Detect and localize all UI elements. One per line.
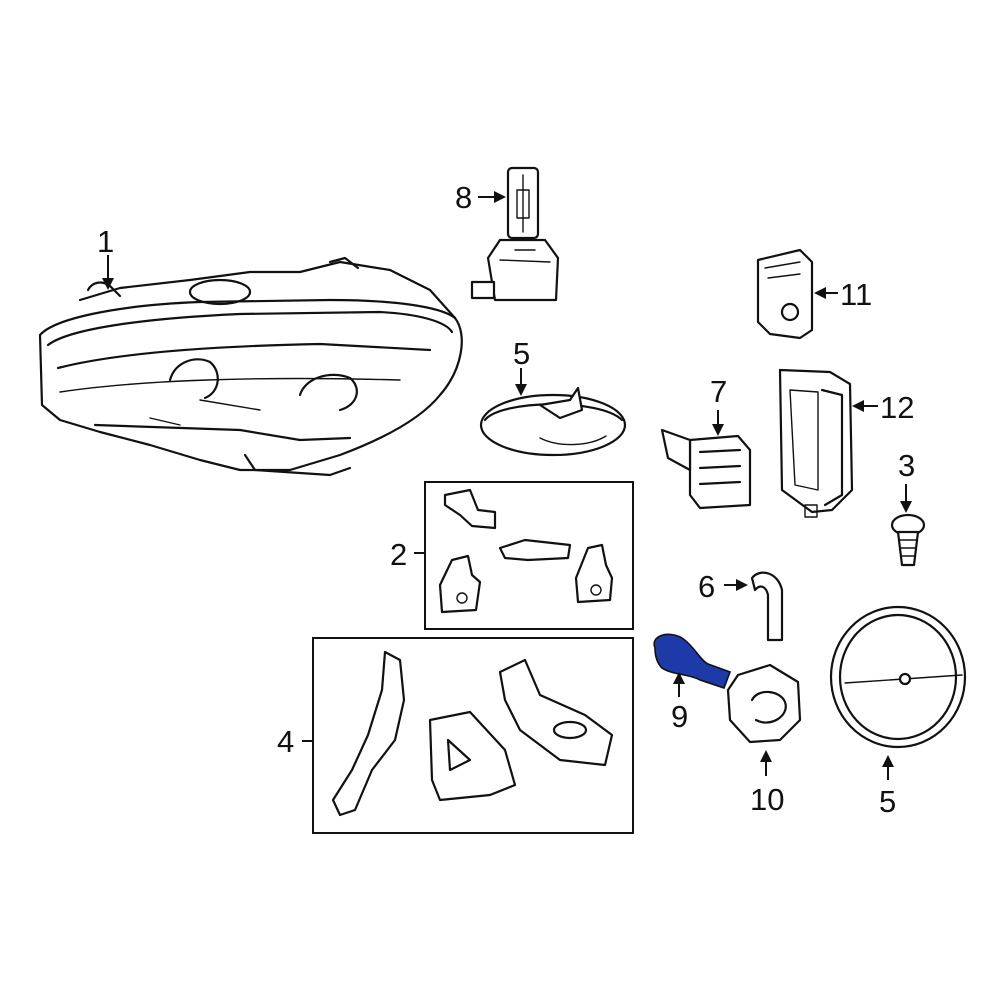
leader-lines xyxy=(102,191,912,780)
ballast xyxy=(660,428,752,510)
callout-9: 9 xyxy=(671,699,688,734)
callout-8: 8 xyxy=(455,180,472,215)
callout-11: 11 xyxy=(840,277,872,312)
round-cap xyxy=(829,605,967,749)
mount-kit xyxy=(312,637,634,834)
callout-6: 6 xyxy=(698,569,715,604)
oval-cap xyxy=(479,386,627,457)
socket-holder xyxy=(726,663,802,744)
callout-2: 2 xyxy=(390,537,407,572)
headlamp-assembly xyxy=(38,256,463,477)
bulb-socket xyxy=(653,633,732,690)
drl-module xyxy=(778,368,854,518)
callout-7: 7 xyxy=(710,374,727,409)
callout-5-round: 5 xyxy=(879,784,896,819)
hose xyxy=(750,571,784,642)
xenon-bulb xyxy=(470,166,560,302)
control-module xyxy=(756,248,814,340)
callout-4: 4 xyxy=(277,724,294,759)
bracket-kit xyxy=(424,481,634,630)
callout-12: 12 xyxy=(880,390,914,425)
callout-10: 10 xyxy=(750,782,784,817)
screw xyxy=(890,513,926,567)
callout-3: 3 xyxy=(898,448,915,483)
callout-1: 1 xyxy=(97,224,114,259)
callout-5-top: 5 xyxy=(513,336,530,371)
